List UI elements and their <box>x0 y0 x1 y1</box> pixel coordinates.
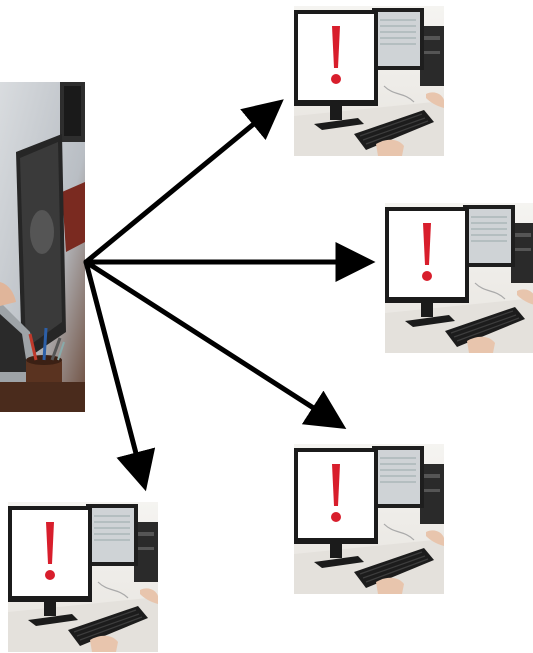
target-workstation-right <box>385 203 533 353</box>
target-workstation-bottom-right <box>294 444 444 594</box>
target-workstation-top <box>294 6 444 156</box>
arrow-to-top <box>86 104 278 262</box>
source-laptop-photo <box>0 82 85 412</box>
target-workstation-bottom-left <box>8 502 158 652</box>
